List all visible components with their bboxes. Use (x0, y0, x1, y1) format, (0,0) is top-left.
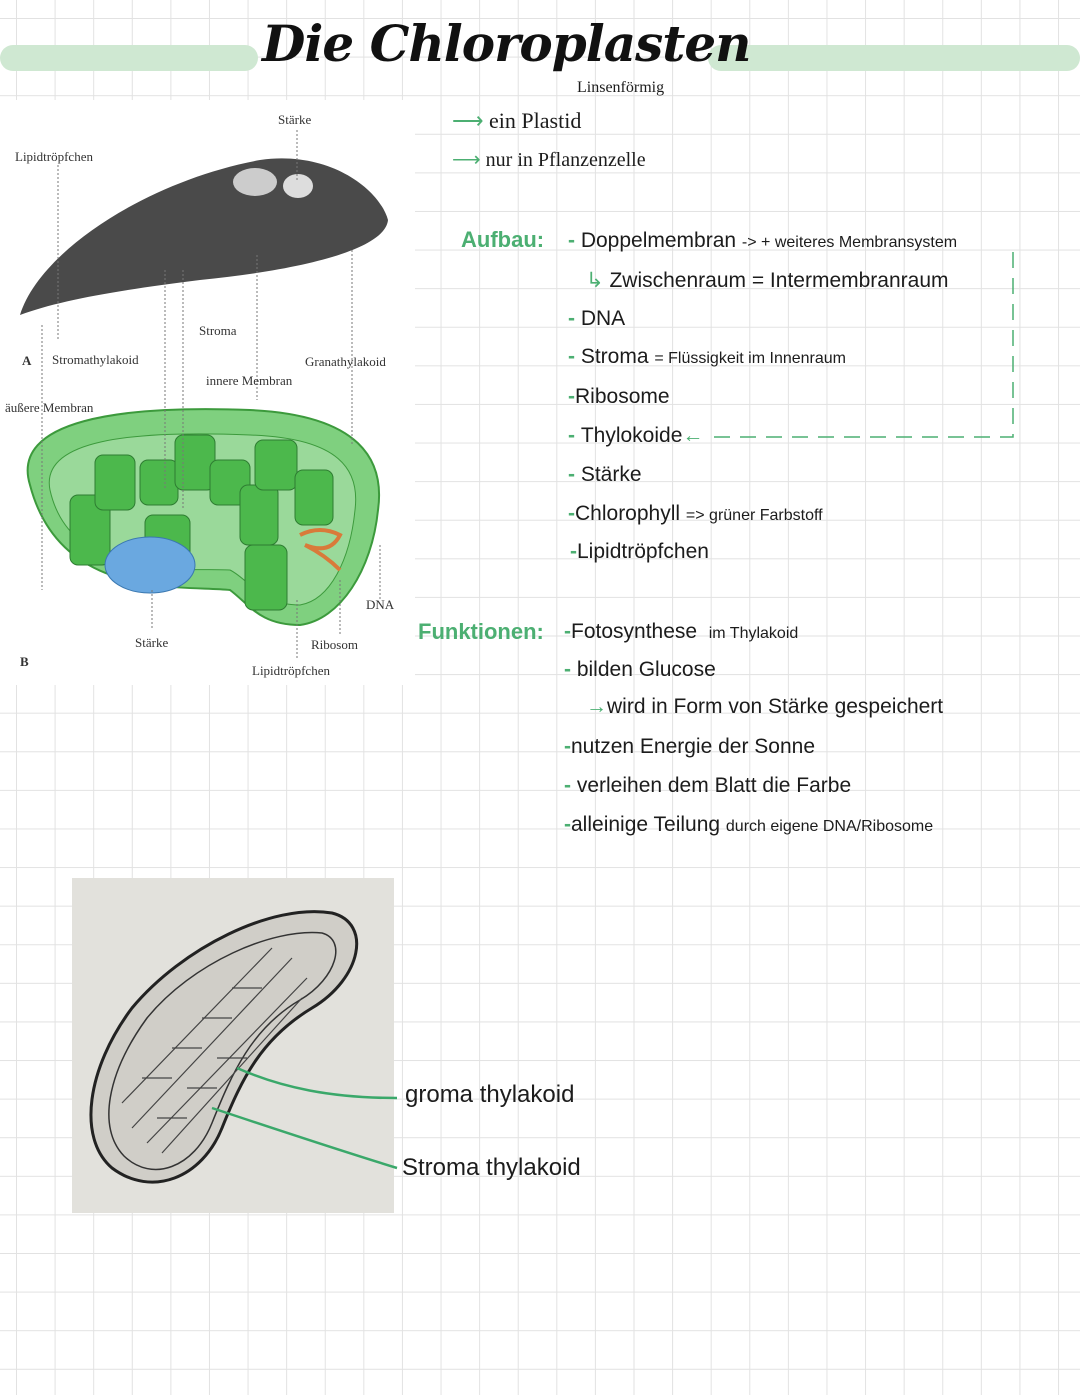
label-groma-thylakoid: groma thylakoid (405, 1081, 575, 1108)
label-stroma-thylakoid: Stroma thylakoid (402, 1154, 581, 1181)
chloroplast-figure: Stärke Lipidtröpfchen Stroma A Stromathy… (0, 100, 415, 685)
label-a: A (22, 353, 32, 368)
label-lipid-bottom: Lipidtröpfchen (252, 663, 330, 678)
aufbau-item: - Thylokoide← (568, 424, 704, 447)
label-b: B (20, 654, 29, 669)
funktionen-heading: Funktionen: (418, 619, 544, 644)
funktion-item: →wird in Form von Stärke gespeichert (586, 695, 944, 718)
label-dna: DNA (366, 597, 395, 612)
aufbau-item: - DNA (568, 307, 626, 330)
micrograph-shape (20, 158, 388, 315)
arrow-icon: ⟶ (452, 149, 481, 171)
label-innere-membran: innere Membran (206, 373, 293, 388)
funktion-item: -nutzen Energie der Sonne (564, 735, 816, 758)
label-staerke-top: Stärke (278, 112, 312, 127)
intro-item: ⟶ nur in Pflanzenzelle (452, 147, 646, 172)
intro-item: ⟶ ein Plastid (452, 108, 581, 134)
funktion-item: - bilden Glucose (564, 658, 716, 681)
note-linsenfoermig: Linsenförmig (577, 79, 665, 96)
dashed-connector (708, 252, 1014, 438)
aufbau-item: - Doppelmembran -> + weiteres Membransys… (568, 229, 958, 252)
funktion-item: -alleinige Teilung durch eigene DNA/Ribo… (564, 813, 934, 836)
aufbau-item: -Lipidtröpfchen (570, 540, 709, 563)
title-bar-right (708, 45, 1080, 71)
intro-text: ein Plastid (489, 108, 582, 133)
label-granathylakoid: Granathylakoid (305, 354, 386, 369)
label-staerke-bottom: Stärke (135, 635, 169, 650)
aufbau-item: - Stärke (568, 463, 642, 486)
chloroplast-diagram (20, 130, 388, 660)
aufbau-heading: Aufbau: (461, 227, 545, 252)
funktion-item: - verleihen dem Blatt die Farbe (564, 774, 852, 797)
label-ribosom: Ribosom (311, 637, 358, 652)
label-aeussere-membran: äußere Membran (5, 400, 94, 415)
aufbau-item: -Ribosome (568, 385, 670, 408)
page-title: Die Chloroplasten (262, 14, 752, 73)
label-lipid-top: Lipidtröpfchen (15, 149, 93, 164)
aufbau-item: - Stroma = Flüssigkeit im Innenraum (568, 345, 846, 368)
thylakoid-drawing (72, 878, 398, 1213)
label-stromathylakoid: Stromathylakoid (52, 352, 139, 367)
aufbau-item: -Chlorophyll => grüner Farbstoff (568, 502, 823, 525)
funktion-item: -Fotosynthese im Thylakoid (564, 620, 799, 643)
intro-text: nur in Pflanzenzelle (485, 149, 646, 171)
label-stroma: Stroma (199, 323, 237, 338)
aufbau-item: ↳ Zwischenraum = Intermembranraum (586, 269, 949, 292)
arrow-icon: ⟶ (452, 108, 484, 133)
title-bar-left (0, 45, 258, 71)
